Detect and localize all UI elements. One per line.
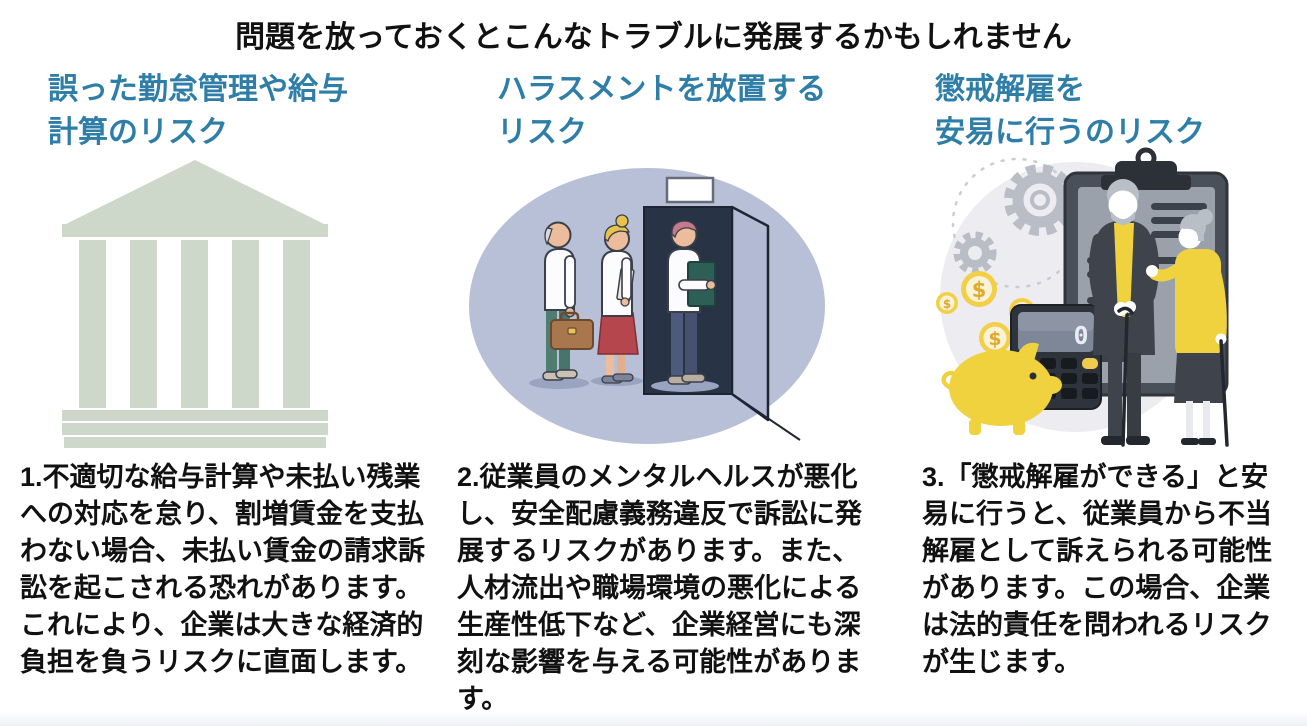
column-body-payroll-risk: 1.不適切な給与計算や未払い残業 への対応を怠り、割増賃金を支払 わない場合、未… — [20, 462, 425, 677]
elderly-couple-clipboard-icon: $ $ $ $ 0 — [936, 147, 1229, 447]
svg-text:$: $ — [972, 278, 987, 302]
queue-person-woman — [597, 214, 639, 384]
elderly-woman-icon — [1146, 209, 1229, 447]
next-section-edge — [0, 712, 1307, 726]
column-heading-payroll-risk: 誤った勤怠管理や給与 計算のリスク — [48, 73, 348, 149]
svg-text:$: $ — [988, 328, 1001, 350]
queue-person-older-man — [542, 221, 594, 381]
queue-person-front — [667, 220, 717, 385]
door-sign — [665, 176, 715, 204]
queue-at-door-icon — [469, 168, 825, 444]
column-body-harassment-risk: 2.従業員のメンタルヘルスが悪化 し、安全配慮義務違反で訴訟に発 展するリスクが… — [457, 462, 862, 714]
elderly-man-icon — [1089, 179, 1159, 447]
column-heading-dismissal-risk: 懲戒解雇を 安易に行うのリスク — [935, 73, 1205, 149]
column-heading-harassment-risk: ハラスメントを放置する リスク — [497, 73, 827, 149]
courthouse-building-illustration — [62, 158, 328, 450]
svg-text:$: $ — [943, 297, 951, 311]
column-body-dismissal-risk: 3.「懲戒解雇ができる」と安 易に行うと、従業員から不当 解雇として訴えられる可… — [922, 462, 1273, 677]
section-title: 問題を放っておくとこんなトラブルに発展するかもしれません — [235, 21, 1072, 54]
courthouse-icon — [62, 160, 328, 448]
elderly-couple-clipboard-illustration: $ $ $ $ 0 — [915, 145, 1307, 465]
queue-at-door-illustration — [455, 150, 885, 460]
piggy-bank-icon — [941, 342, 1062, 435]
svg-text:0: 0 — [1073, 321, 1088, 350]
